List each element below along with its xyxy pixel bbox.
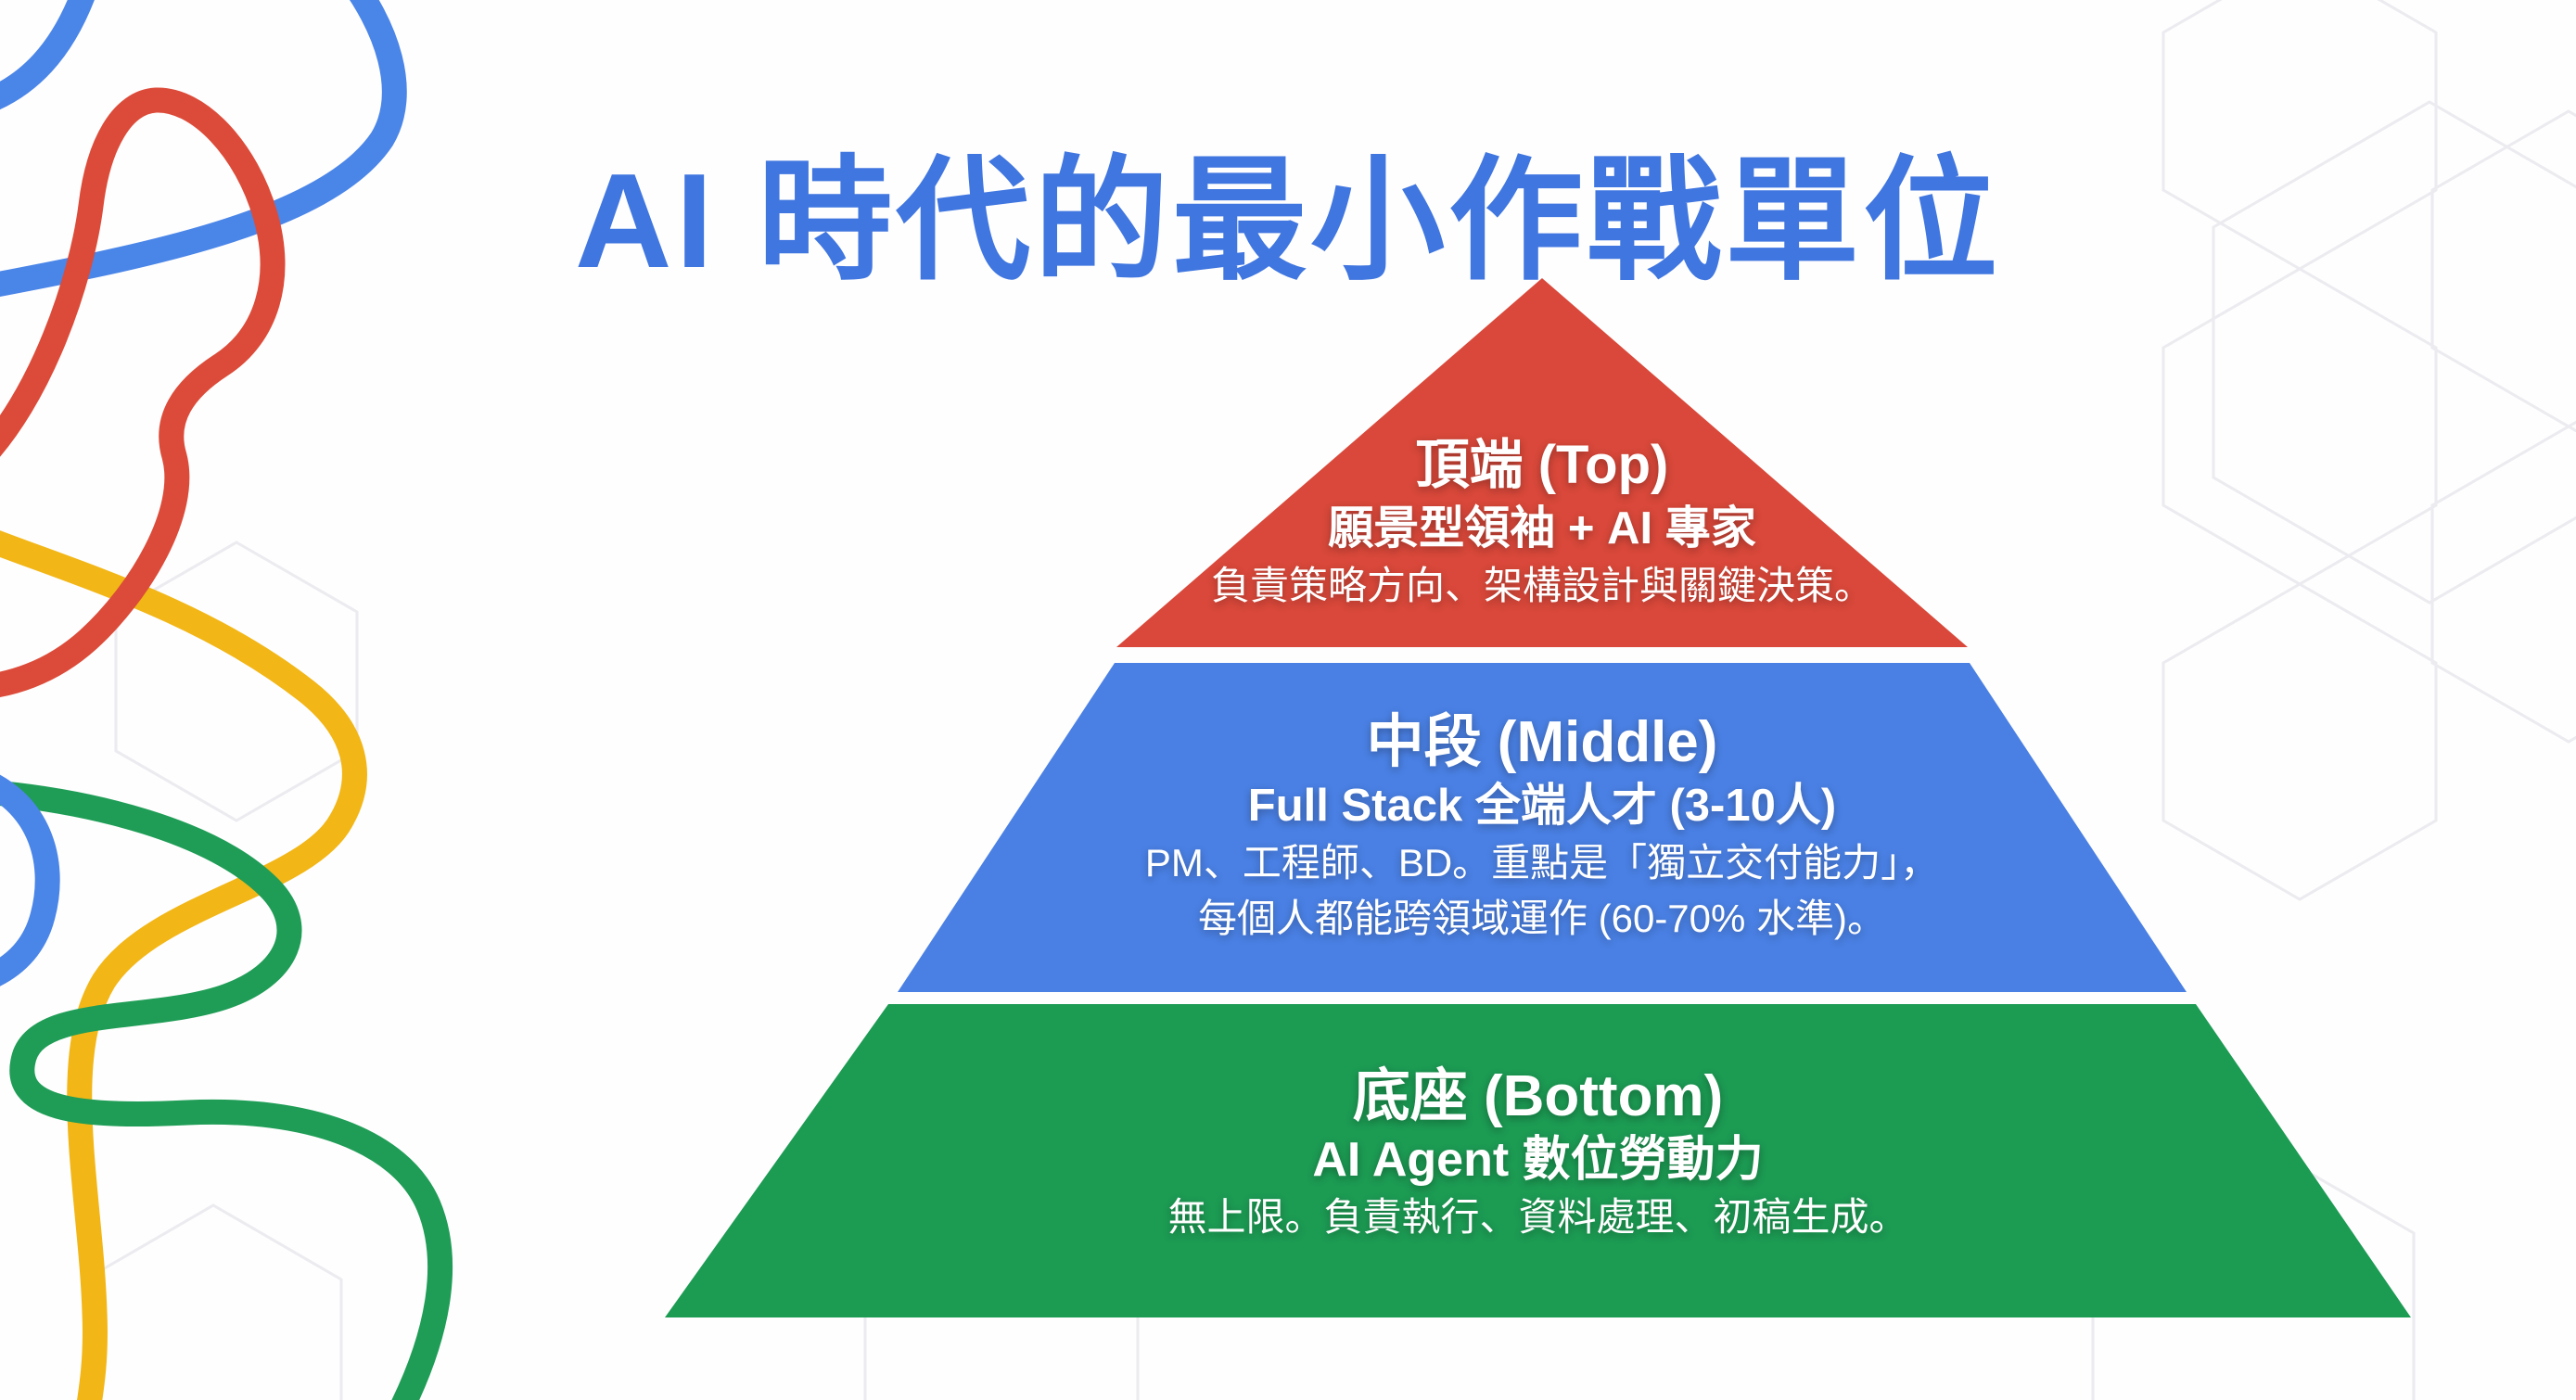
yellow-squiggle-line [0,530,367,1400]
tier-middle-description-line1: PM、工程師、BD。重點是「獨立交付能力」， [1144,840,1940,885]
hexagon-shape [114,541,359,822]
tier-bottom-subheading: AI Agent 數位勞動力 [1312,1133,1764,1187]
pyramid-tier-bottom: 底座 (Bottom) AI Agent 數位勞動力 無上限。負責執行、資料處理… [665,1004,2411,1317]
blue-squiggle-line-loop [0,774,60,986]
hexagon-shape [2162,582,2438,901]
tier-top-description: 負責策略方向、架構設計與關鍵決策。 [1210,564,1873,607]
pyramid-tier-middle: 中段 (Middle) Full Stack 全端人才 (3-10人) PM、工… [898,663,2187,992]
tier-bottom-heading: 底座 (Bottom) [1352,1064,1724,1128]
tier-middle-subheading: Full Stack 全端人才 (3-10人) [1247,780,1837,831]
hexagon-shape [83,1203,343,1400]
pyramid-tier-top: 頂端 (Top) 願景型領袖 + AI 專家 負責策略方向、架構設計與關鍵決策。 [1116,278,1968,647]
green-squiggle-line [0,781,453,1400]
slide-title: AI 時代的最小作戰單位 [574,146,2002,297]
tier-top-subheading: 願景型領袖 + AI 專家 [1328,503,1756,554]
hexagon-shape [2162,267,2438,586]
hexagon-shape [2430,425,2576,744]
tier-middle-heading: 中段 (Middle) [1366,709,1718,774]
tier-bottom-description: 無上限。負責執行、資料處理、初稿生成。 [1167,1195,1908,1239]
blue-squiggle-line-top [0,0,95,110]
tier-middle-description-line2: 每個人都能跨領域運作 (60-70% 水準)。 [1197,896,1887,940]
tier-top-heading: 頂端 (Top) [1415,435,1669,495]
